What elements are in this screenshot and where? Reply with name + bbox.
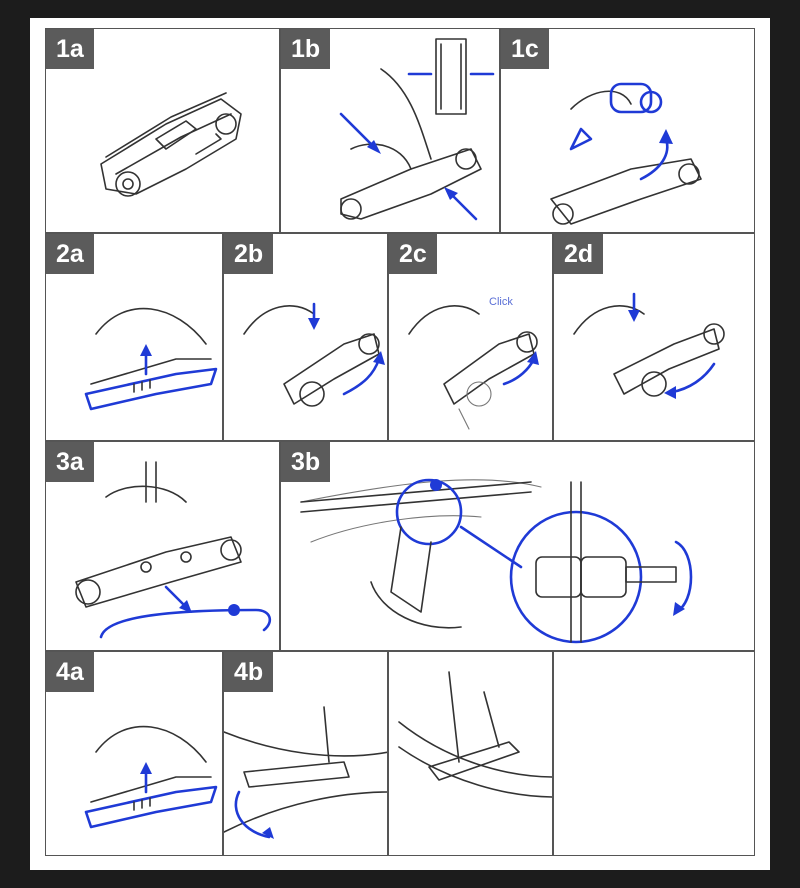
panel-4b: 4b <box>223 651 388 856</box>
step-label-2a: 2a <box>46 234 94 274</box>
step-label-2c: 2c <box>389 234 437 274</box>
panel-1a: 1a <box>45 28 280 233</box>
panel-2b: 2b <box>223 233 388 441</box>
panel-3a: 3a <box>45 441 280 651</box>
tire-bead-illustration <box>398 671 552 798</box>
fold-back-illustration <box>573 292 725 399</box>
click-annotation: Click <box>489 296 513 308</box>
step-label-2d: 2d <box>554 234 604 274</box>
tire-lever-insert-illustration <box>224 706 387 839</box>
chain-tool-illustration <box>75 461 272 639</box>
multitool-closed-illustration <box>100 92 242 197</box>
step-label-1b: 1b <box>281 29 331 69</box>
step-label-1c: 1c <box>501 29 549 69</box>
step-label-2b: 2b <box>224 234 274 274</box>
instruction-sheet: 1a 1b 1c <box>30 18 770 870</box>
chain-break-illustration <box>300 478 693 644</box>
press-release-illustration <box>243 302 385 407</box>
panel-4c <box>388 651 553 856</box>
lever-detach-illustration <box>84 725 218 829</box>
unfold-bit-illustration <box>550 82 702 225</box>
panel-4a: 4a <box>45 651 223 856</box>
step-label-1a: 1a <box>46 29 94 69</box>
tire-lever-remove-illustration <box>84 307 218 411</box>
fold-click-illustration <box>408 305 539 430</box>
panel-2a: 2a <box>45 233 223 441</box>
step-label-4a: 4a <box>46 652 94 692</box>
panel-empty <box>553 651 755 856</box>
step-label-3a: 3a <box>46 442 94 482</box>
panel-1b: 1b <box>280 28 500 233</box>
panel-2c: Click 2c <box>388 233 553 441</box>
open-tool-illustration <box>339 38 495 221</box>
panel-1c: 1c <box>500 28 755 233</box>
panel-2d: 2d <box>553 233 755 441</box>
step-label-4b: 4b <box>224 652 274 692</box>
panel-3b: 3b <box>280 441 755 651</box>
step-label-3b: 3b <box>281 442 331 482</box>
